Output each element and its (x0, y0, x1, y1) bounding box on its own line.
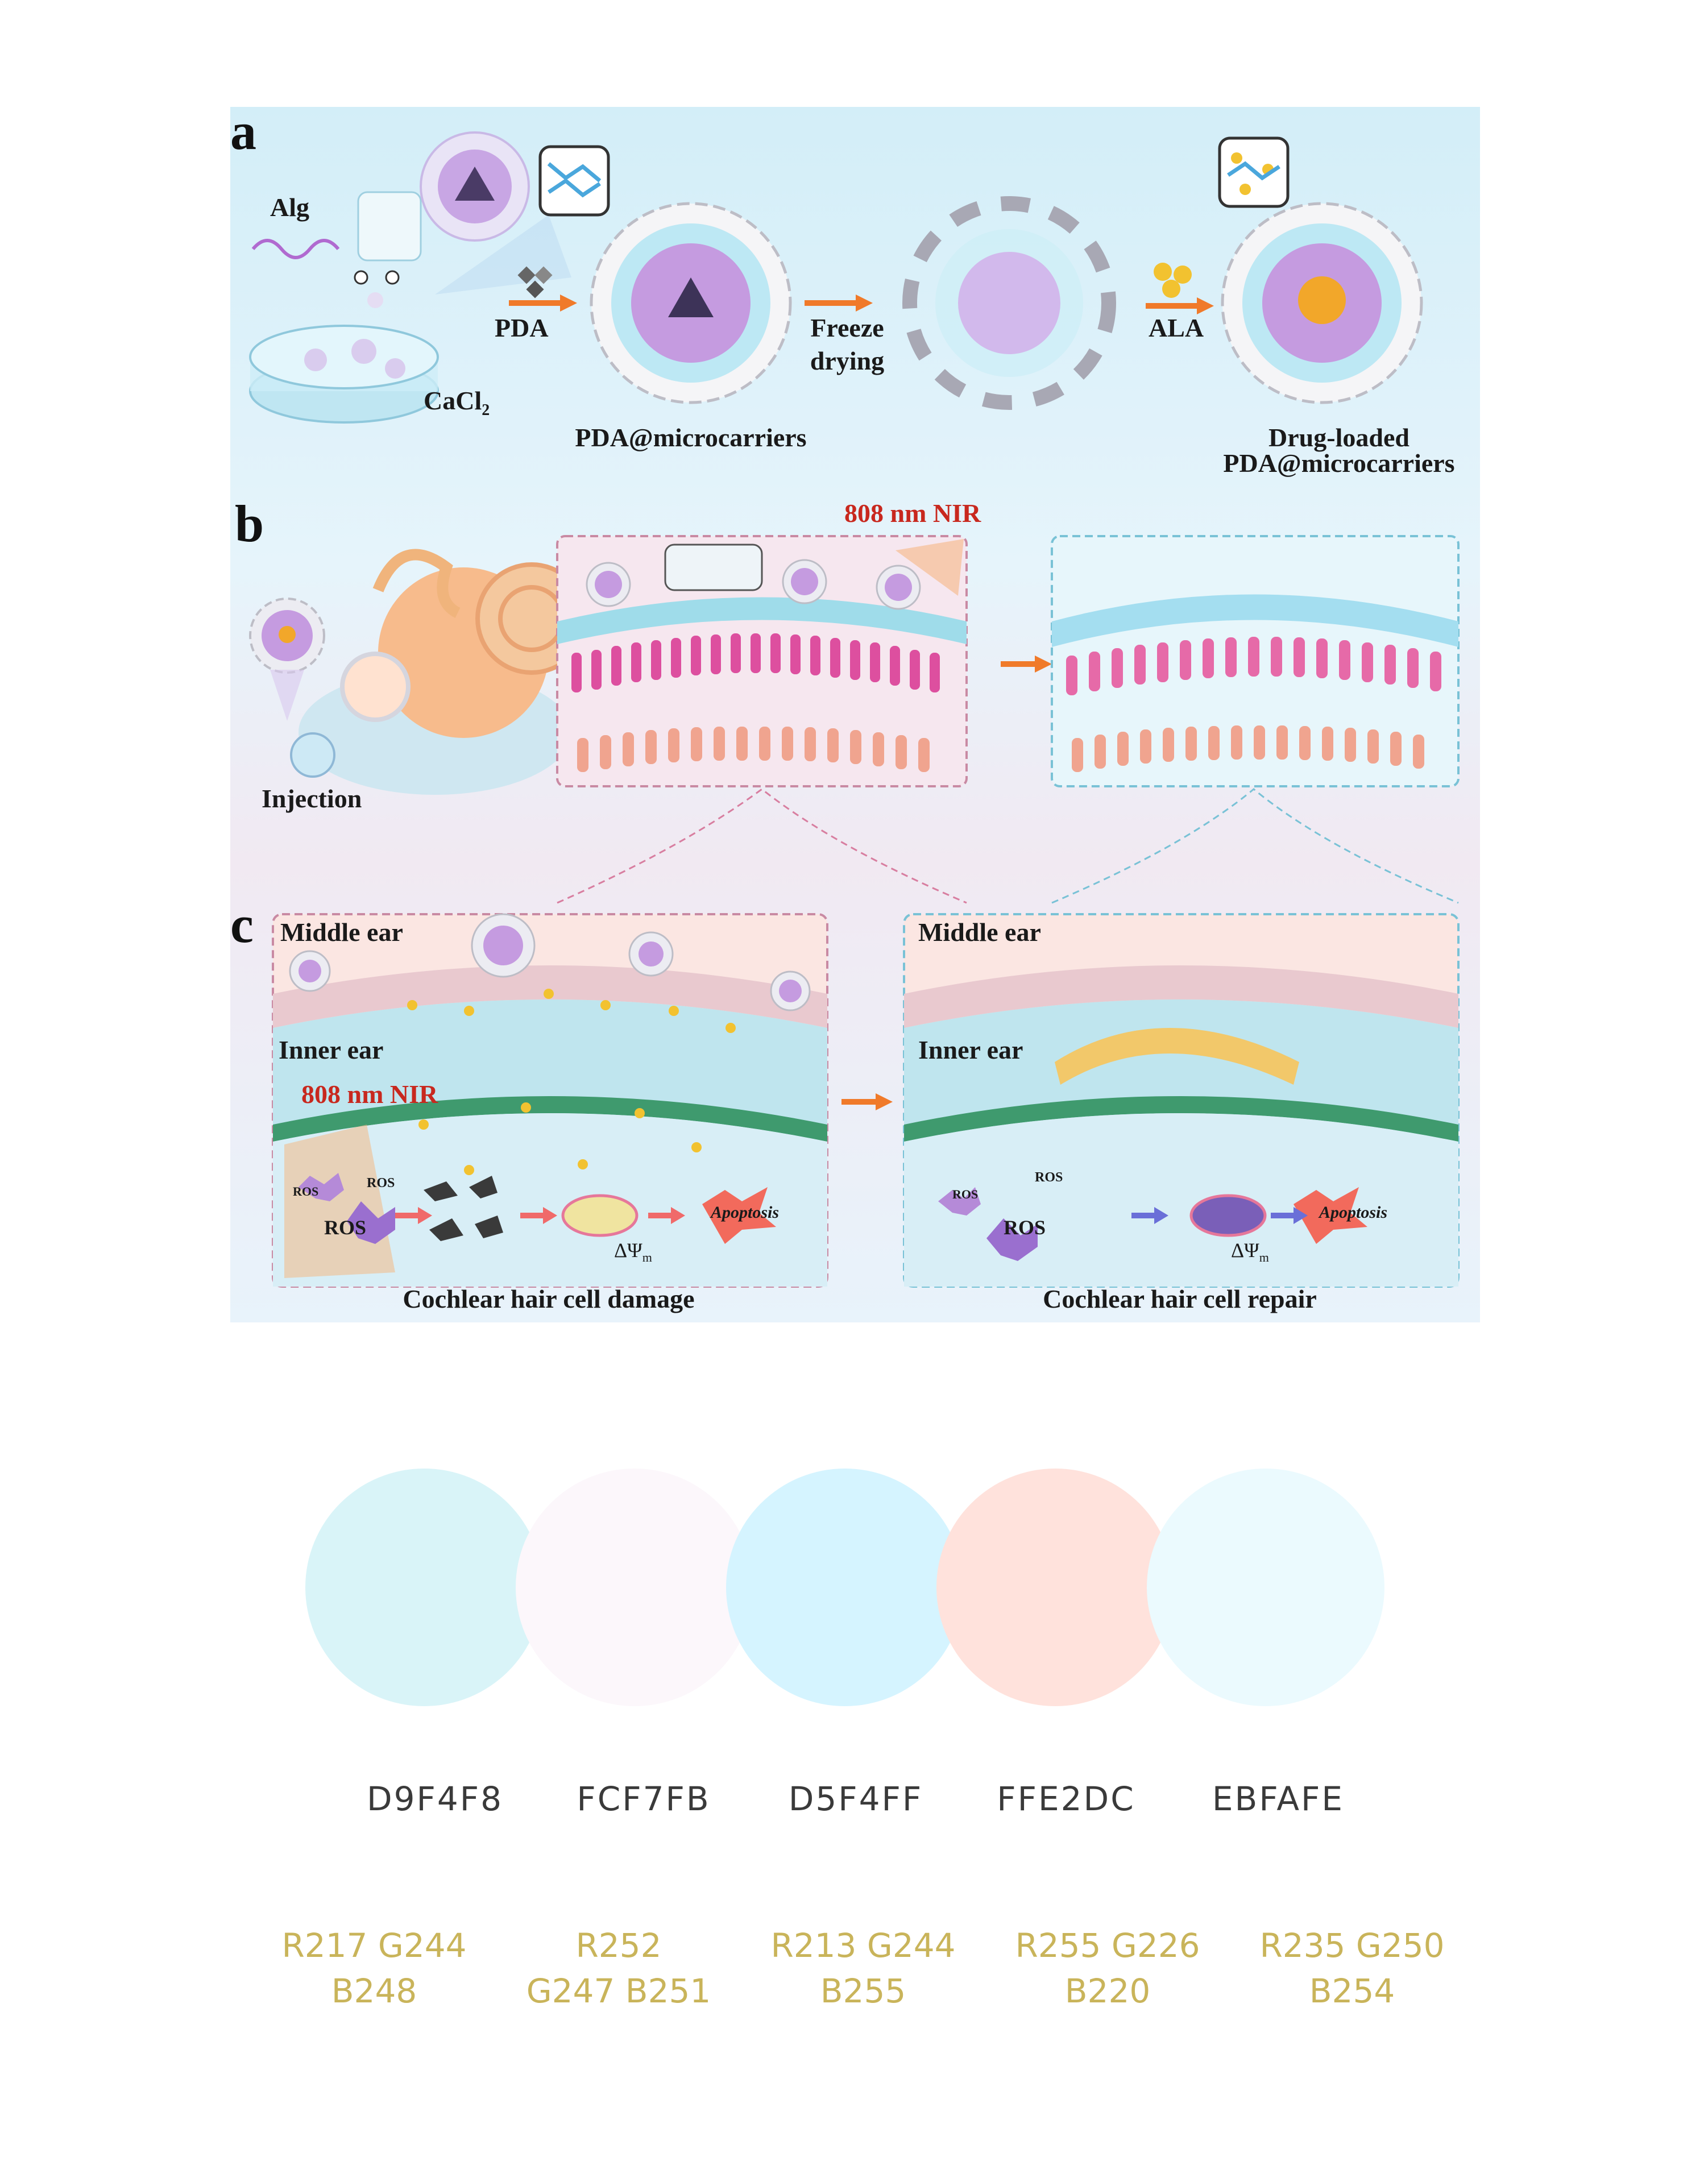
drug-loaded-label-1: Drug-loaded (1268, 423, 1409, 452)
freeze-label: Freeze (810, 313, 884, 342)
swatch-5 (1147, 1469, 1384, 1706)
alg-label: Alg (270, 193, 309, 222)
ros-small-r1: ROS (952, 1187, 979, 1201)
hex-label-4: FFE2DC (997, 1780, 1135, 1818)
injection-label: Injection (262, 784, 362, 813)
panel-a-artwork (249, 131, 1423, 424)
panel-a-letter: a (230, 107, 256, 160)
swatch-2 (516, 1469, 753, 1706)
middle-ear-left: Middle ear (280, 918, 403, 947)
pda-microcarriers-label: PDA@microcarriers (575, 423, 807, 452)
hex-label-2: FCF7FB (577, 1780, 711, 1818)
swatch-3 (726, 1469, 964, 1706)
delta-psi-left: ΔΨm (614, 1239, 652, 1265)
panel-b-letter: b (235, 495, 264, 553)
hex-label-5: EBFAFE (1212, 1780, 1345, 1818)
panel-c-artwork (272, 913, 1460, 1288)
ros-small-r2: ROS (1035, 1170, 1063, 1185)
inner-ear-right: Inner ear (918, 1035, 1023, 1064)
nir-label-c: 808 nm NIR (301, 1080, 438, 1109)
scientific-figure: a (230, 107, 1480, 1322)
apoptosis-right: Apoptosis (1319, 1203, 1388, 1222)
delta-psi-right: ΔΨm (1231, 1239, 1269, 1265)
ros-big-right: ROS (1004, 1216, 1046, 1239)
hex-label-1: D9F4F8 (366, 1780, 504, 1818)
middle-ear-right: Middle ear (918, 918, 1041, 947)
inner-ear-left: Inner ear (279, 1035, 384, 1064)
ala-label: ALA (1149, 313, 1204, 342)
cacl2-label: CaCl2 (424, 386, 490, 420)
pda-label: PDA (495, 313, 549, 342)
panel-c-letter: c (230, 895, 254, 953)
drug-loaded-label-2: PDA@microcarriers (1223, 449, 1455, 478)
nir-label-b: 808 nm NIR (844, 499, 981, 528)
swatch-4 (936, 1469, 1174, 1706)
ros-small-2: ROS (367, 1176, 395, 1191)
caption-damage: Cochlear hair cell damage (403, 1284, 695, 1313)
caption-repair: Cochlear hair cell repair (1043, 1284, 1317, 1313)
ros-big-left: ROS (324, 1216, 367, 1239)
drying-label: drying (810, 346, 885, 375)
swatch-1 (305, 1469, 543, 1706)
panel-b-artwork (249, 535, 1460, 904)
apoptosis-left: Apoptosis (711, 1203, 780, 1222)
ros-small-1: ROS (293, 1184, 319, 1198)
hex-label-3: D5F4FF (788, 1780, 923, 1818)
